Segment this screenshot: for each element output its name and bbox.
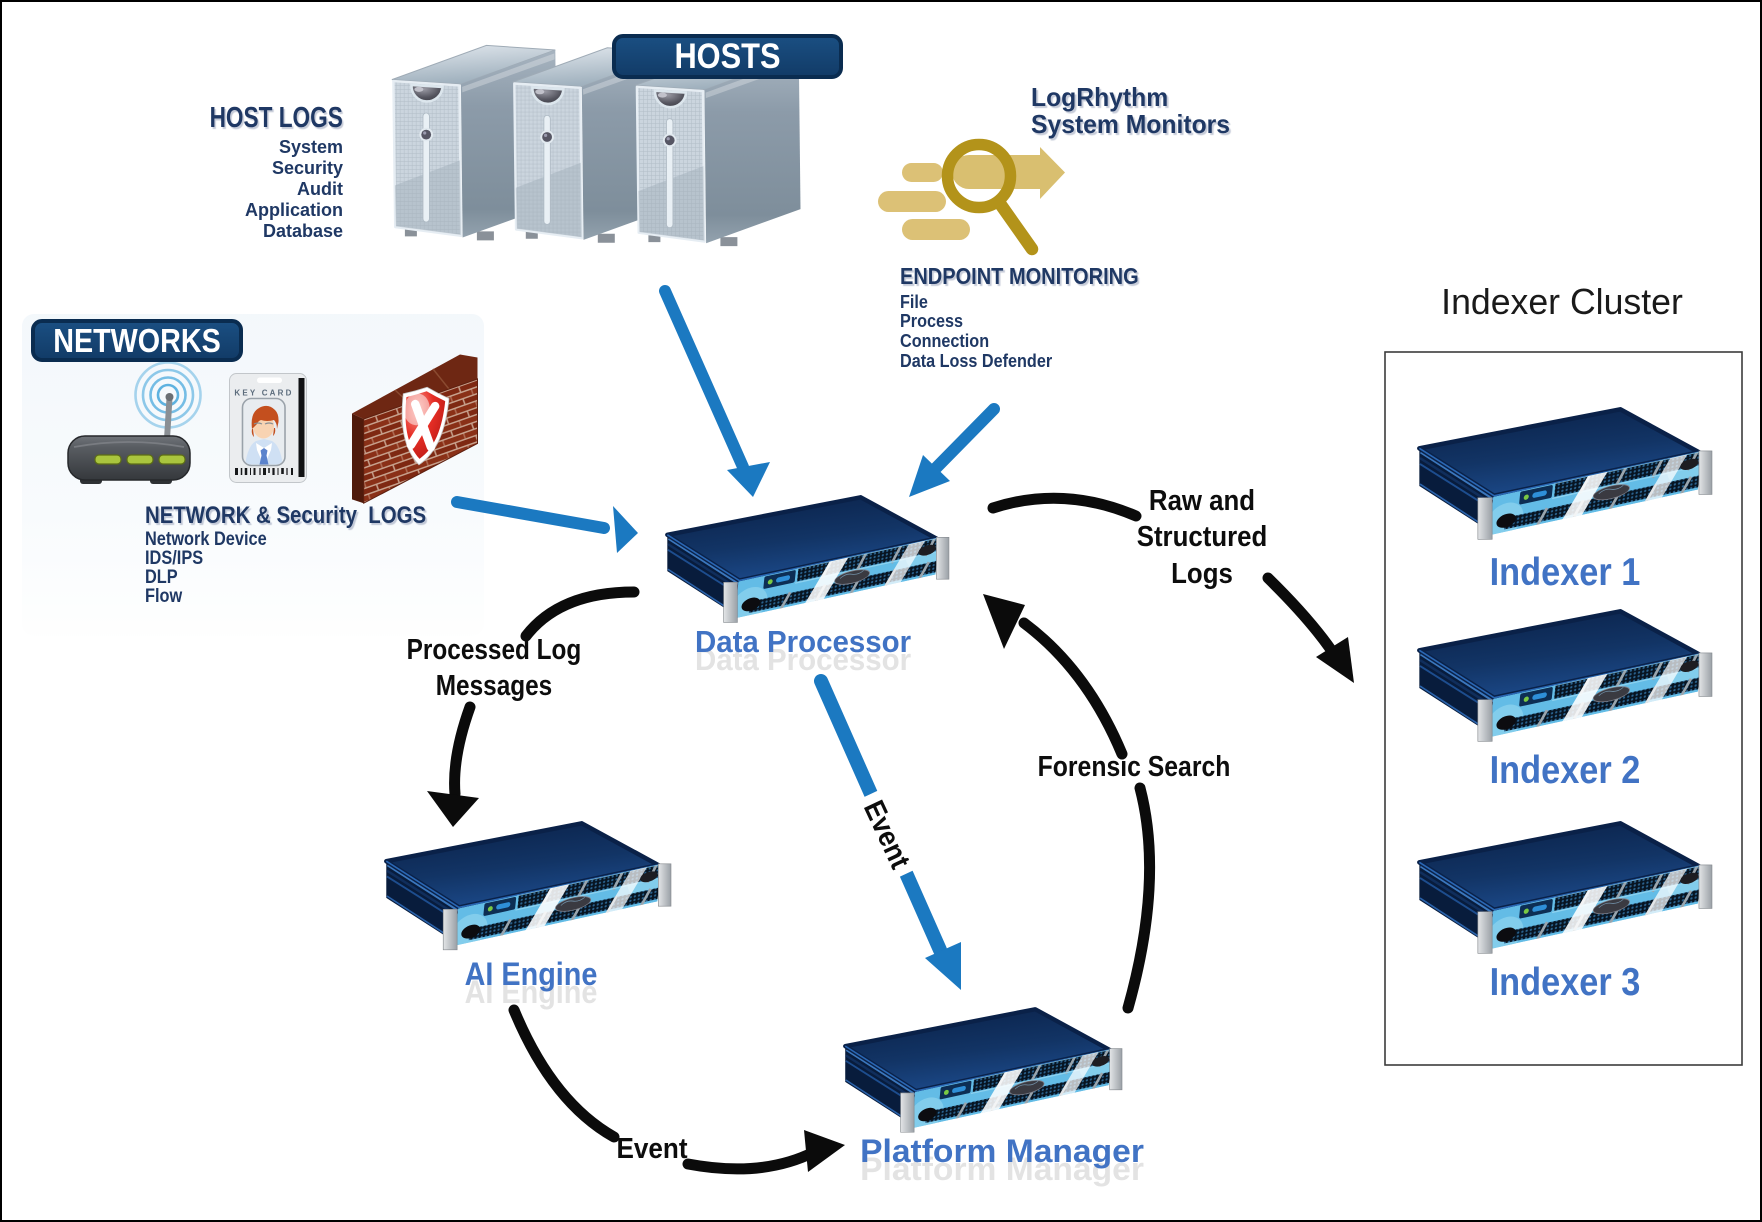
- svg-text:KEY CARD: KEY CARD: [234, 389, 293, 398]
